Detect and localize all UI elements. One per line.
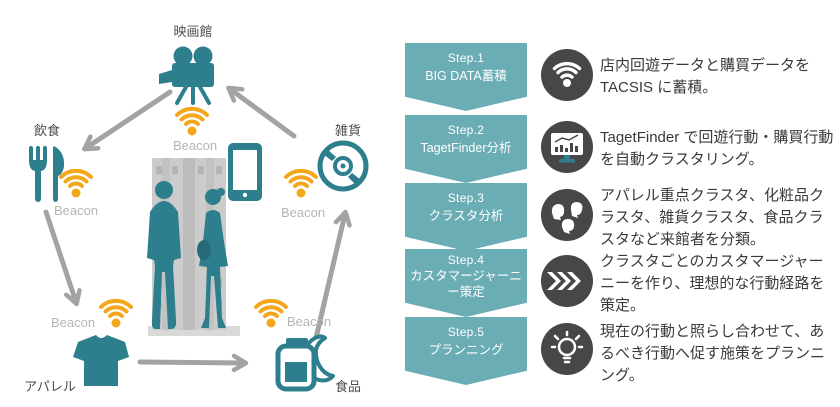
man-silhouette (147, 181, 181, 329)
step4-title: カスタマージャーニー策定 (410, 269, 522, 299)
step4-desc: クラスタごとのカスタマージャーニーを作り、理想的な行動経路を策定。 (600, 253, 825, 314)
step4-banner: Step.4 カスタマージャーニー策定 (405, 249, 527, 317)
step4-label: Step.4 (447, 253, 485, 267)
handbag-icon (197, 240, 211, 260)
step-row-3: Step.3 クラスタ分析 アパレル重点クラスタ、化粧品クラスタ、雑貨クラスタ、… (400, 183, 840, 253)
step5-banner: Step.5 プランニング (405, 317, 527, 385)
step5-desc: 現在の行動と照らし合わせて、あるべき行動へ促す施策をプランニング。 (600, 323, 826, 384)
step5-title: プランニング (428, 343, 504, 357)
step2-title: TagetFinder分析 (420, 141, 512, 155)
beacon-icon-dining (59, 168, 93, 198)
step5-label: Step.5 (447, 325, 485, 339)
step3-desc: アパレル重点クラスタ、化粧品クラスタ、雑貨クラスタ、食品クラスタなど来館者を分類… (600, 187, 824, 248)
beacon-label-dining: Beacon (53, 203, 99, 218)
people-cluster-icon (541, 189, 593, 241)
node-label-cinema: 映画館 (173, 24, 213, 39)
diagram-graphics (29, 46, 369, 392)
beacon-icon-cinema (175, 106, 209, 136)
node-label-food: 食品 (334, 379, 361, 394)
step2-label: Step.2 (447, 123, 485, 137)
triple-chevron-icon (541, 255, 593, 307)
jar-icon (275, 338, 317, 392)
node-label-dining: 飲食 (33, 123, 60, 138)
beacon-icon-apparel (99, 298, 133, 328)
beacon-icon-goods (284, 168, 318, 198)
step1-title: BIG DATA蓄積 (425, 69, 507, 83)
beacon-label-food: Beacon (286, 314, 332, 329)
step1-banner: Step.1 BIG DATA蓄積 (405, 43, 527, 111)
step2-banner: Step.2 TagetFinder分析 (405, 115, 527, 183)
step2-desc: TagetFinder で回遊行動・購買行動を自動クラスタリング。 (600, 129, 834, 168)
step1-label: Step.1 (447, 51, 485, 65)
beacon-label-goods: Beacon (280, 205, 326, 220)
step3-label: Step.3 (447, 191, 485, 205)
step1-desc: 店内回遊データと購買データを TACSIS に蓄積。 (600, 57, 811, 96)
node-label-goods: 雑貨 (334, 123, 361, 138)
tshirt-icon (73, 335, 129, 386)
beacon-icon-food (254, 298, 288, 328)
movie-camera-icon (159, 46, 214, 105)
beacon-wifi-icons (59, 106, 318, 328)
step-row-2: Step.2 TagetFinder分析 (400, 115, 840, 185)
flow-arrows (43, 85, 352, 373)
step-row-5: Step.5 プランニング 現在の行動と照 (400, 317, 840, 387)
cd-icon (317, 140, 369, 192)
node-label-apparel: アパレル (24, 379, 76, 394)
arrow-apparel-to-food (137, 353, 249, 373)
lightbulb-icon (541, 323, 593, 375)
monitor-chart-icon (541, 121, 593, 173)
arrow-goods-to-cinema (226, 85, 297, 139)
step3-banner: Step.3 クラスタ分析 (405, 183, 527, 251)
wifi-icon (541, 49, 593, 101)
step3-title: クラスタ分析 (428, 209, 504, 223)
step-row-4: Step.4 カスタマージャーニー策定 クラスタごとのカスタマージャーニーを作り… (400, 249, 840, 319)
arrow-dining-to-apparel (43, 209, 82, 307)
steps-panel: Step.1 BIG DATA蓄積 店内回遊データと購買データを TACSIS … (400, 0, 840, 407)
step-row-1: Step.1 BIG DATA蓄積 店内回遊データと購買データを TACSIS … (400, 43, 840, 113)
jar-croissant-icon (275, 334, 335, 392)
beacon-label-apparel: Beacon (50, 315, 96, 330)
mall-beacon-diagram: 映画館 飲食 雑貨 アパレル 食品 Beacon Beacon Beacon B… (0, 0, 400, 407)
beacon-label-cinema: Beacon (172, 138, 218, 153)
woman-silhouette (197, 188, 228, 328)
arrow-cinema-to-dining (82, 89, 173, 152)
smartphone-icon (228, 143, 262, 201)
fork-knife-icon (29, 146, 65, 202)
arrow-food-to-goods (313, 209, 352, 341)
